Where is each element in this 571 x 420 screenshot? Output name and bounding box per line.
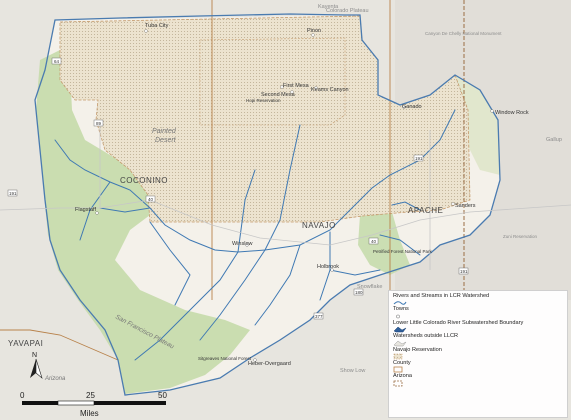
region-painted-desert-2: Desert: [155, 137, 177, 144]
svg-text:180: 180: [355, 290, 363, 295]
faded-show-low: Show Low: [340, 368, 365, 374]
north-arrow-icon: N: [30, 352, 43, 379]
town-keams-canyon: Keams Canyon: [311, 87, 349, 93]
town-winslow: Winslow: [232, 241, 253, 247]
forest-area: [36, 50, 250, 394]
town-symbol-icon: [396, 314, 400, 319]
town-window-rock: Window Rock: [495, 110, 529, 116]
town-holbrook: Holbrook: [317, 264, 339, 270]
legend-county: County: [393, 360, 563, 373]
town-sanders: Sanders: [455, 203, 476, 209]
subwatershed-symbol-icon: [393, 326, 407, 333]
arizona-symbol-icon: [393, 380, 403, 387]
town-pinon: Pinon: [307, 28, 321, 34]
outside-watershed-symbol-icon: [393, 340, 407, 346]
county-coconino: COCONINO: [120, 176, 168, 185]
svg-text:N: N: [32, 352, 37, 359]
park-petrified-forest: Petrified Forest National Park: [373, 249, 433, 254]
legend-towns: Towns: [393, 306, 563, 319]
forest-east: [358, 212, 410, 275]
legend-rivers: Rivers and Streams in LCR Watershed: [393, 293, 563, 306]
svg-text:89: 89: [96, 121, 102, 126]
svg-text:64: 64: [54, 59, 60, 64]
svg-text:191: 191: [9, 191, 17, 196]
faded-canyon-de-chelly: Canyon De Chelly National Monument: [425, 31, 502, 36]
legend: Rivers and Streams in LCR Watershed Town…: [388, 290, 568, 418]
svg-text:377: 377: [315, 314, 323, 319]
svg-text:50: 50: [158, 391, 167, 400]
svg-text:40: 40: [148, 197, 154, 202]
county-lines: [0, 0, 391, 361]
svg-text:40: 40: [371, 239, 377, 244]
forest-sitgreaves: Sitgreaves National Forest: [198, 356, 252, 361]
legend-navajo-reservation: Navajo Reservation: [393, 347, 563, 360]
svg-text:191: 191: [460, 269, 468, 274]
faded-kayenta: Kayenta: [318, 4, 339, 10]
faded-snowflake: Snowflake: [357, 284, 382, 290]
town-second-mesa: Second Mesa: [261, 92, 296, 98]
town-markers: [95, 29, 494, 362]
town-tuba-city: Tuba City: [145, 23, 169, 29]
town-flagstaff: Flagstaff: [75, 207, 96, 213]
hopi-reservation: [199, 37, 346, 126]
legend-outside-watersheds: Watersheds outside LLCR: [393, 333, 563, 346]
svg-text:0: 0: [20, 391, 25, 400]
legend-arizona: Arizona: [393, 373, 563, 387]
county-navajo: NAVAJO: [302, 221, 336, 230]
svg-text:Miles: Miles: [80, 409, 99, 418]
region-colorado-plateau: Colorado Plateau: [326, 8, 369, 14]
state-arizona: Arizona: [44, 376, 66, 382]
town-first-mesa: First Mesa: [283, 83, 310, 89]
county-symbol-icon: [393, 367, 403, 373]
faded-zuni: Zuni Reservation: [503, 234, 538, 239]
legend-subwatershed: Lower Little Colorado River Subwatershed…: [393, 320, 563, 333]
town-ganado: Ganado: [402, 104, 422, 110]
svg-text:25: 25: [86, 391, 95, 400]
region-hopi: Hopi Reservation: [246, 98, 281, 103]
region-painted-desert-1: Painted: [152, 128, 177, 135]
highway-shields: 64 89 40 191 191 377 180 40 191: [7, 57, 469, 320]
county-apache: APACHE: [408, 206, 443, 215]
town-heber-overgaard: Heber-Overgaard: [248, 361, 291, 367]
county-yavapai: YAVAPAI: [8, 339, 43, 348]
faded-gallup: Gallup: [546, 137, 562, 143]
watershed-boundary: [34, 13, 501, 396]
reservation-symbol-icon: [393, 353, 403, 360]
scale-bar: 0 25 50 Miles: [20, 391, 167, 418]
svg-text:191: 191: [415, 156, 423, 161]
highways: [0, 120, 571, 270]
river-symbol-icon: [393, 301, 407, 306]
